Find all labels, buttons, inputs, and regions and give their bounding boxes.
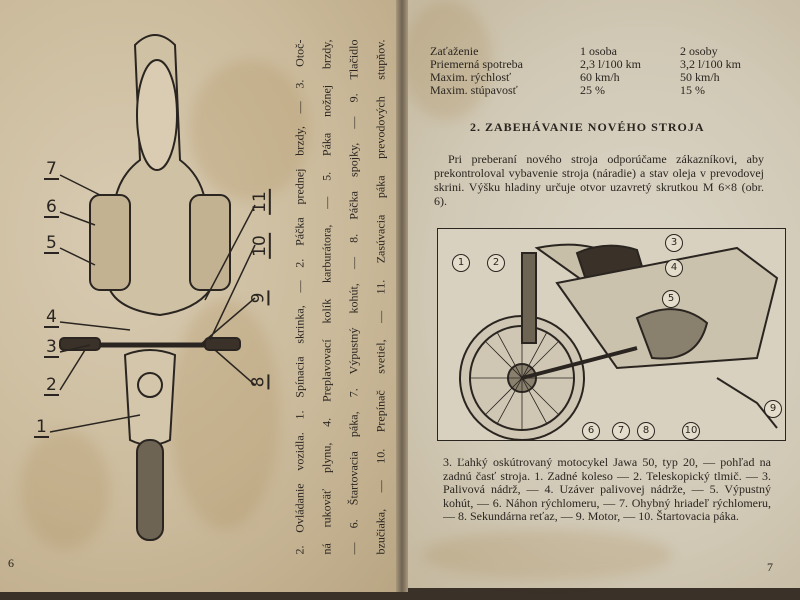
spec-label: Priemerná spotreba	[430, 57, 523, 71]
label-7: 7	[44, 159, 59, 180]
spec-value: 1 osoba	[580, 44, 617, 58]
spec-label: Maxim. rýchlosť	[430, 70, 512, 84]
fig-label-6: 6	[582, 422, 600, 440]
label-3: 3	[44, 337, 59, 358]
spec-label: Zaťaženie	[430, 44, 479, 58]
spec-row: Maxim. stúpavosť 25 % 15 %	[430, 84, 741, 97]
label-8: 8	[248, 374, 270, 390]
section-heading: 2. ZABEHÁVANIE NOVÉHO STROJA	[470, 120, 705, 134]
fig-label-3: 3	[665, 234, 683, 252]
fig-label-5: 5	[662, 290, 680, 308]
spec-row: Maxim. rýchlosť 60 km/h 50 km/h	[430, 71, 741, 84]
figure-caption: 3. Ľahký oskútrovaný motocykel Jawa 50, …	[443, 455, 771, 523]
spec-label: Maxim. stúpavosť	[430, 83, 518, 97]
caption-line: — 6. Štartovacia páka, 7. Výpustný kohút…	[346, 39, 361, 555]
spec-value: 15 %	[680, 83, 705, 97]
spec-row: Zaťaženie 1 osoba 2 osoby	[430, 45, 741, 58]
fig-label-9: 9	[764, 400, 782, 418]
fig-label-10: 10	[682, 422, 700, 440]
spec-row: Priemerná spotreba 2,3 l/100 km 3,2 l/100 …	[430, 58, 741, 71]
caption-line: 2. Ovládanie vozidla. 1. Spínacia skrink…	[292, 39, 307, 555]
spec-value: 50 km/h	[680, 70, 720, 84]
fig-label-2: 2	[487, 254, 505, 272]
motorcycle-rear-drawing	[437, 228, 786, 441]
left-page	[0, 0, 402, 592]
page-number-right: 7	[767, 560, 773, 574]
spec-value: 3,2 l/100 km	[680, 57, 742, 71]
spec-value: 2 osoby	[680, 44, 718, 58]
left-figure-caption: 2. Ovládanie vozidla. 1. Spínacia skrink…	[287, 40, 397, 555]
spec-table: Zaťaženie 1 osoba 2 osoby Priemerná spotre…	[430, 45, 741, 97]
label-10: 10	[249, 233, 271, 259]
label-1: 1	[34, 417, 49, 438]
section-paragraph: Pri preberaní nového stroja odporúčame z…	[434, 152, 764, 208]
page-number-left: 6	[8, 556, 14, 570]
fig-label-7: 7	[612, 422, 630, 440]
caption-line: bzučiaka, — 10. Prepínač svetiel, — 11. …	[373, 39, 388, 555]
fig-label-4: 4	[665, 259, 683, 277]
label-2: 2	[44, 375, 59, 396]
scooter-top-view-drawing	[49, 34, 256, 541]
label-11: 11	[249, 189, 271, 215]
spec-value: 2,3 l/100 km	[580, 57, 642, 71]
fig-label-1: 1	[452, 254, 470, 272]
label-4: 4	[44, 307, 59, 328]
label-9: 9	[248, 290, 270, 306]
label-5: 5	[44, 233, 59, 254]
fig-label-8: 8	[637, 422, 655, 440]
spec-value: 60 km/h	[580, 70, 620, 84]
caption-line: ná rukoväť plynu, 4. Preplavovací kolík …	[319, 39, 334, 555]
book-gutter	[396, 0, 408, 592]
spec-value: 25 %	[580, 83, 605, 97]
label-6: 6	[44, 197, 59, 218]
